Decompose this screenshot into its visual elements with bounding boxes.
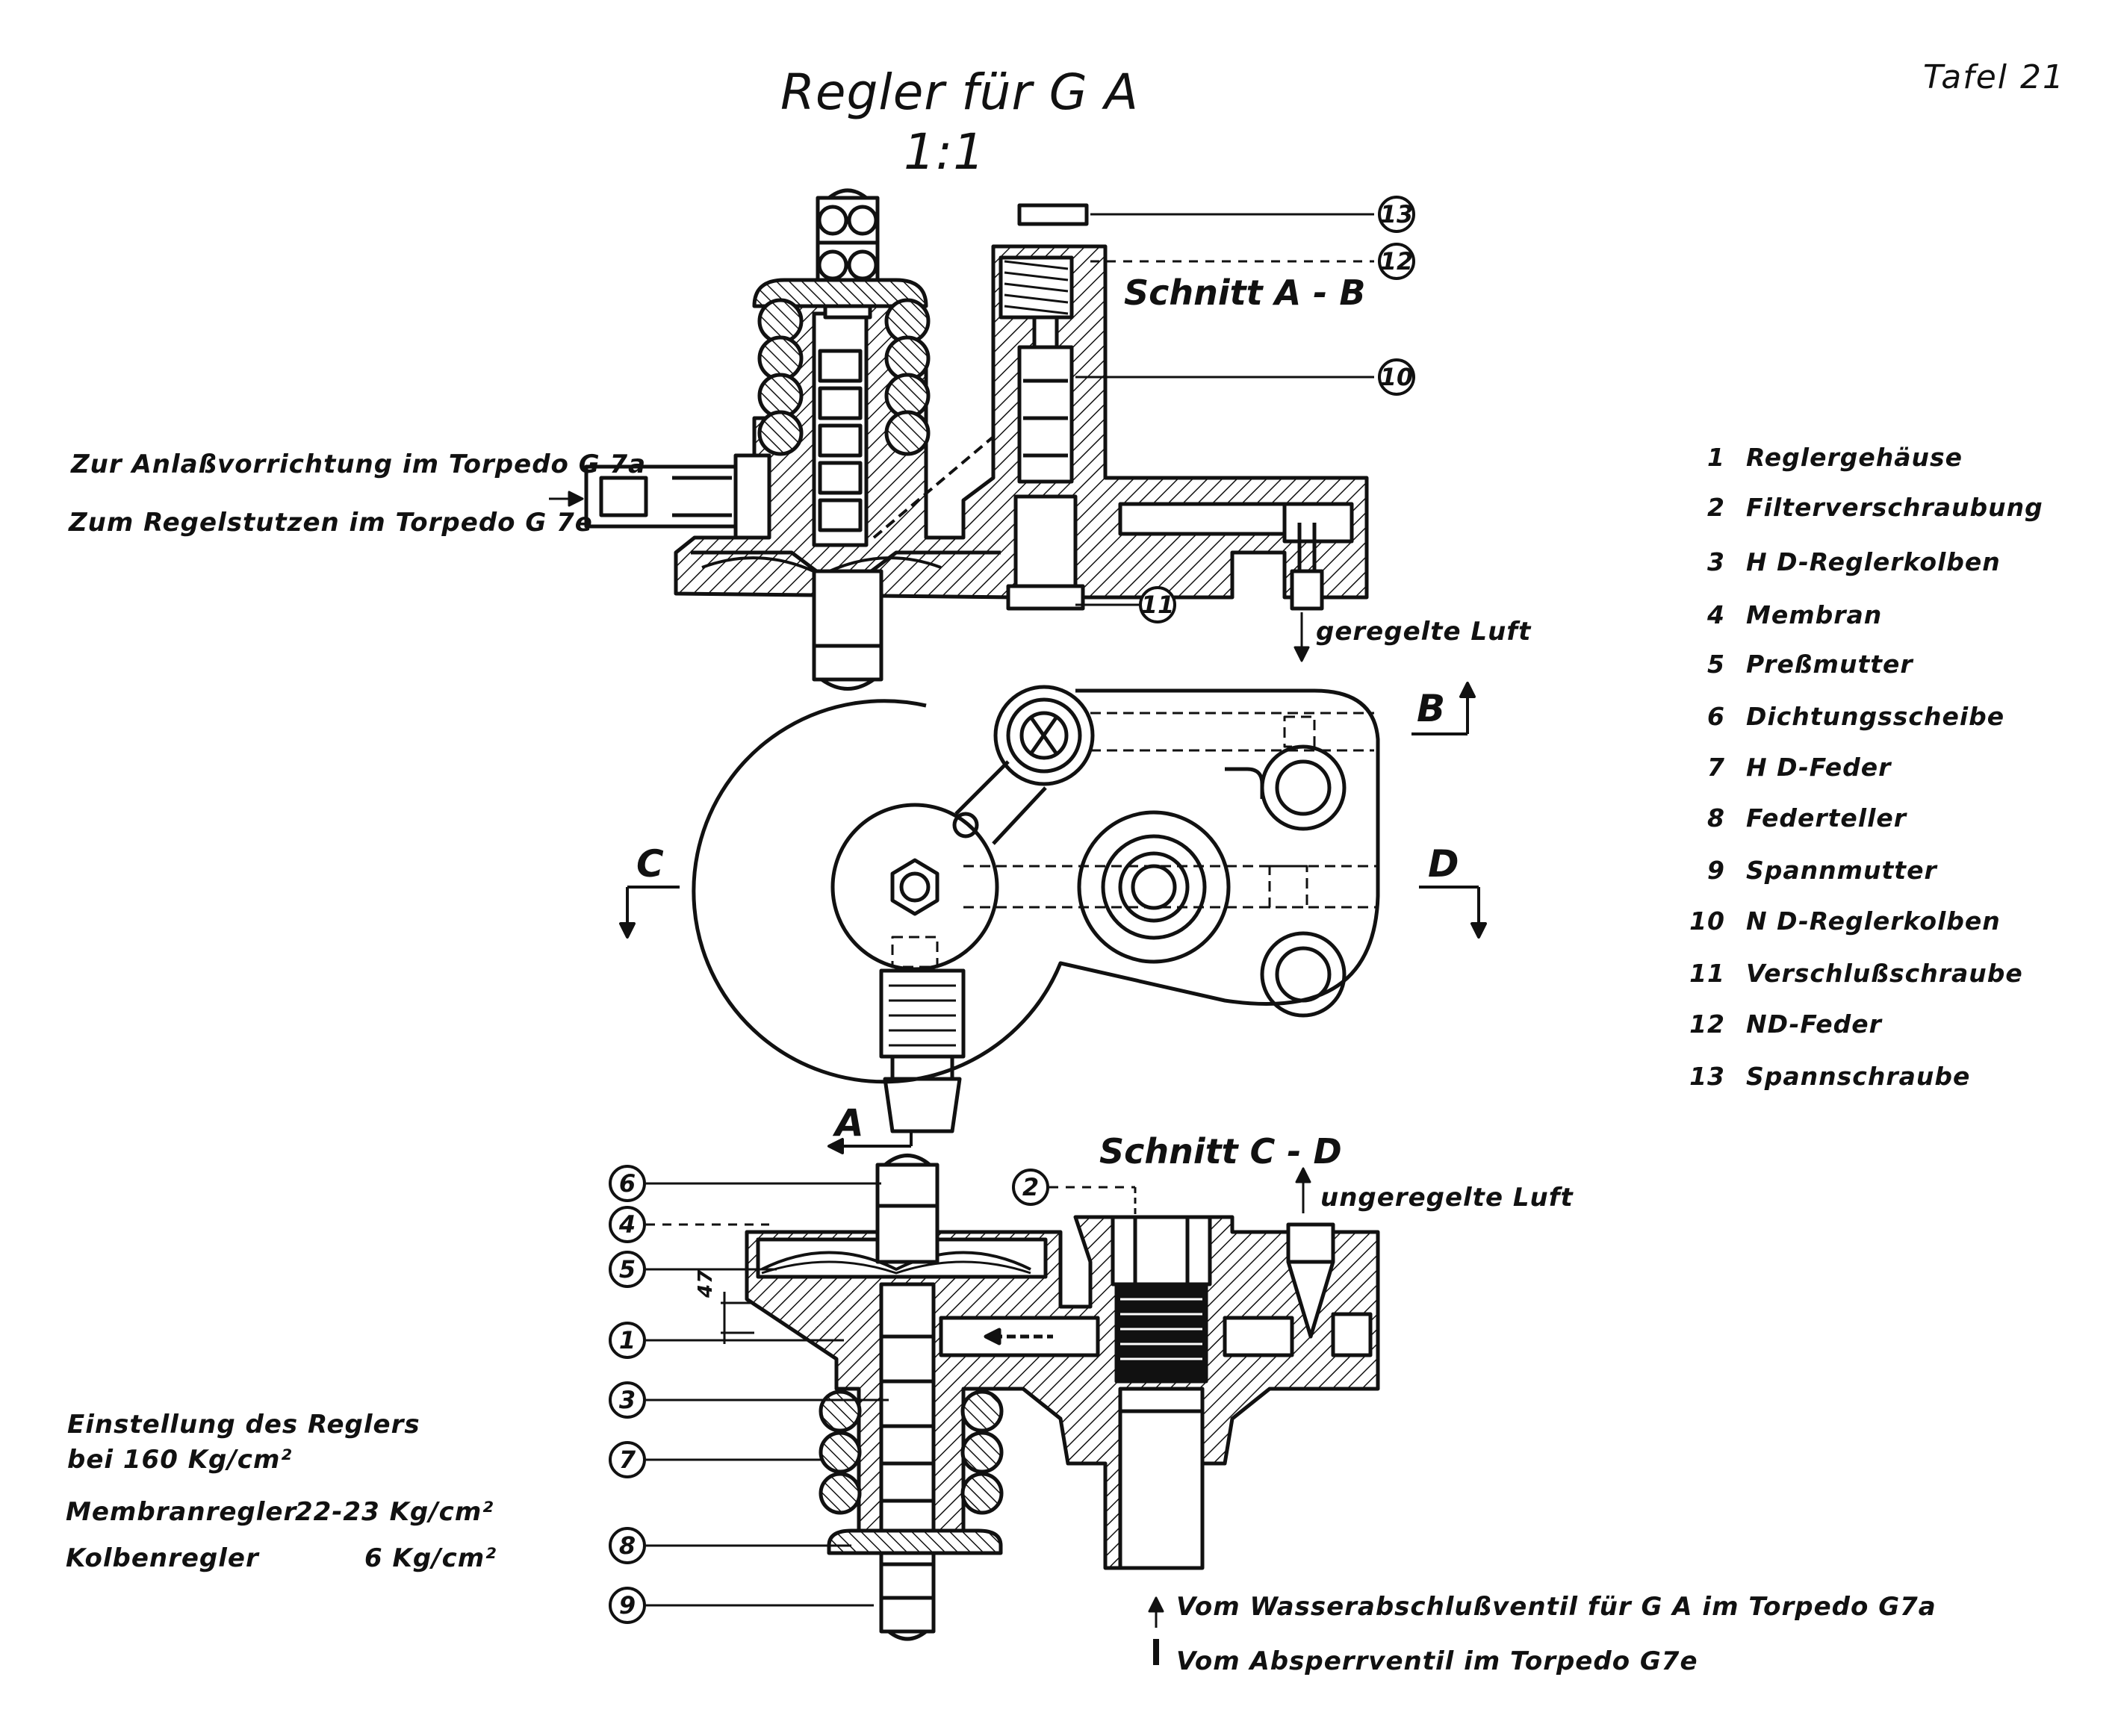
callout-1: 1 bbox=[609, 1322, 646, 1359]
regulated-air-note: geregelte Luft bbox=[1316, 617, 1532, 647]
callout-11: 11 bbox=[1139, 586, 1176, 623]
settings-heading-2: bei 160 Kg/cm² bbox=[67, 1445, 293, 1475]
settings-heading-1: Einstellung des Reglers bbox=[67, 1410, 420, 1440]
callout-6: 6 bbox=[609, 1165, 646, 1202]
callout-10: 10 bbox=[1378, 358, 1415, 396]
dimension-47: 47 bbox=[695, 1269, 717, 1298]
cut-letter-d: D bbox=[1428, 842, 1459, 886]
cut-letter-a: A bbox=[835, 1101, 864, 1145]
outlet-note-1: Zur Anlaßvorrichtung im Torpedo G 7a bbox=[71, 449, 647, 479]
callout-2: 2 bbox=[1012, 1169, 1049, 1206]
callout-3: 3 bbox=[609, 1381, 646, 1419]
inlet-note-2: Vom Absperrventil im Torpedo G7e bbox=[1176, 1646, 1698, 1676]
callout-5: 5 bbox=[609, 1251, 646, 1288]
callout-9: 9 bbox=[609, 1587, 646, 1624]
callout-4: 4 bbox=[609, 1206, 646, 1243]
unregulated-air-note: ungeregelte Luft bbox=[1320, 1183, 1574, 1213]
section-ab-label: Schnitt A - B bbox=[1124, 273, 1366, 313]
cut-letter-b: B bbox=[1417, 687, 1446, 730]
plate-number: Tafel 21 bbox=[1923, 58, 2065, 96]
leader-lines-ab bbox=[549, 213, 1374, 662]
callout-12: 12 bbox=[1378, 243, 1415, 280]
outlet-note-2: Zum Regelstutzen im Torpedo G 7e bbox=[69, 508, 593, 538]
section-cd-label: Schnitt C - D bbox=[1099, 1131, 1342, 1172]
settings-piston-label: Kolbenregler bbox=[66, 1543, 259, 1573]
drawing-scale: 1:1 bbox=[904, 123, 986, 181]
callout-7: 7 bbox=[609, 1441, 646, 1478]
settings-membrane-label: Membranregler bbox=[66, 1497, 297, 1527]
settings-piston-value: 6 Kg/cm² bbox=[364, 1543, 497, 1573]
callout-8: 8 bbox=[609, 1527, 646, 1564]
leader-lines-cd bbox=[646, 1167, 1311, 1665]
plan-view bbox=[619, 682, 1487, 1154]
drawing-title: Regler für G A bbox=[780, 63, 1139, 121]
cut-letter-c: C bbox=[636, 842, 664, 886]
callout-13: 13 bbox=[1378, 196, 1415, 233]
inlet-note-1: Vom Wasserabschlußventil für G A im Torp… bbox=[1176, 1592, 1937, 1622]
section-ab-view bbox=[584, 188, 1369, 691]
section-cd-view bbox=[721, 1154, 1380, 1641]
settings-membrane-value: 22-23 Kg/cm² bbox=[295, 1497, 494, 1527]
